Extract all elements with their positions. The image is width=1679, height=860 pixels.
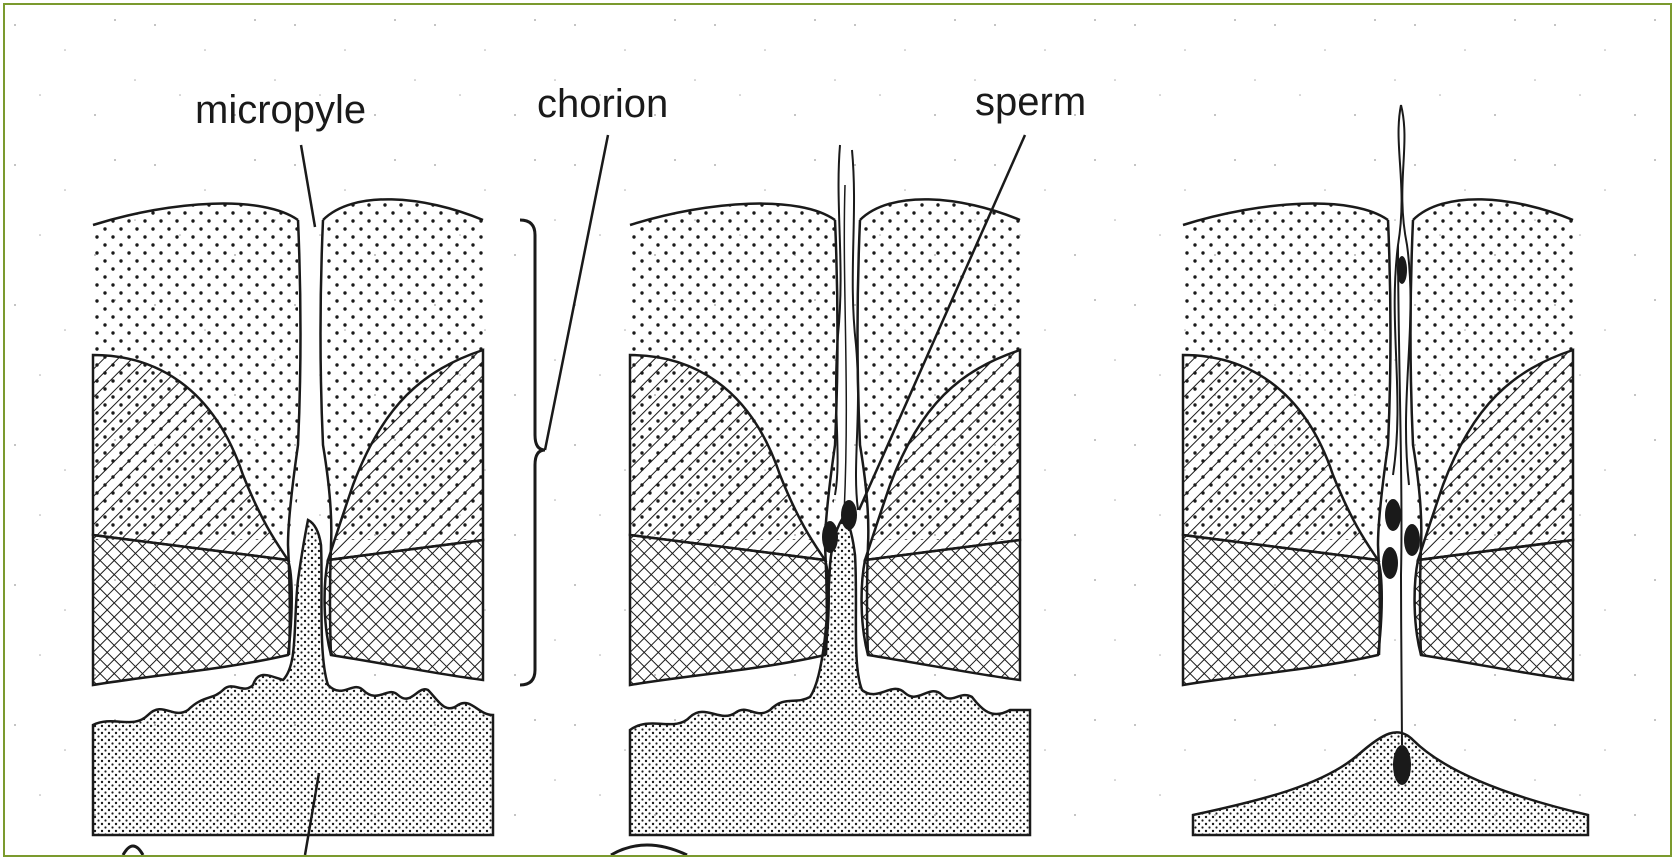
label-chorion: chorion	[537, 82, 668, 126]
panel-left	[93, 199, 493, 835]
figure-frame: micropyle chorion sperm	[3, 3, 1672, 857]
label-sperm: sperm	[975, 80, 1086, 124]
panel-middle	[630, 145, 1030, 835]
label-micropyle: micropyle	[195, 88, 366, 132]
micropyle-diagram: micropyle chorion sperm	[5, 5, 1670, 855]
